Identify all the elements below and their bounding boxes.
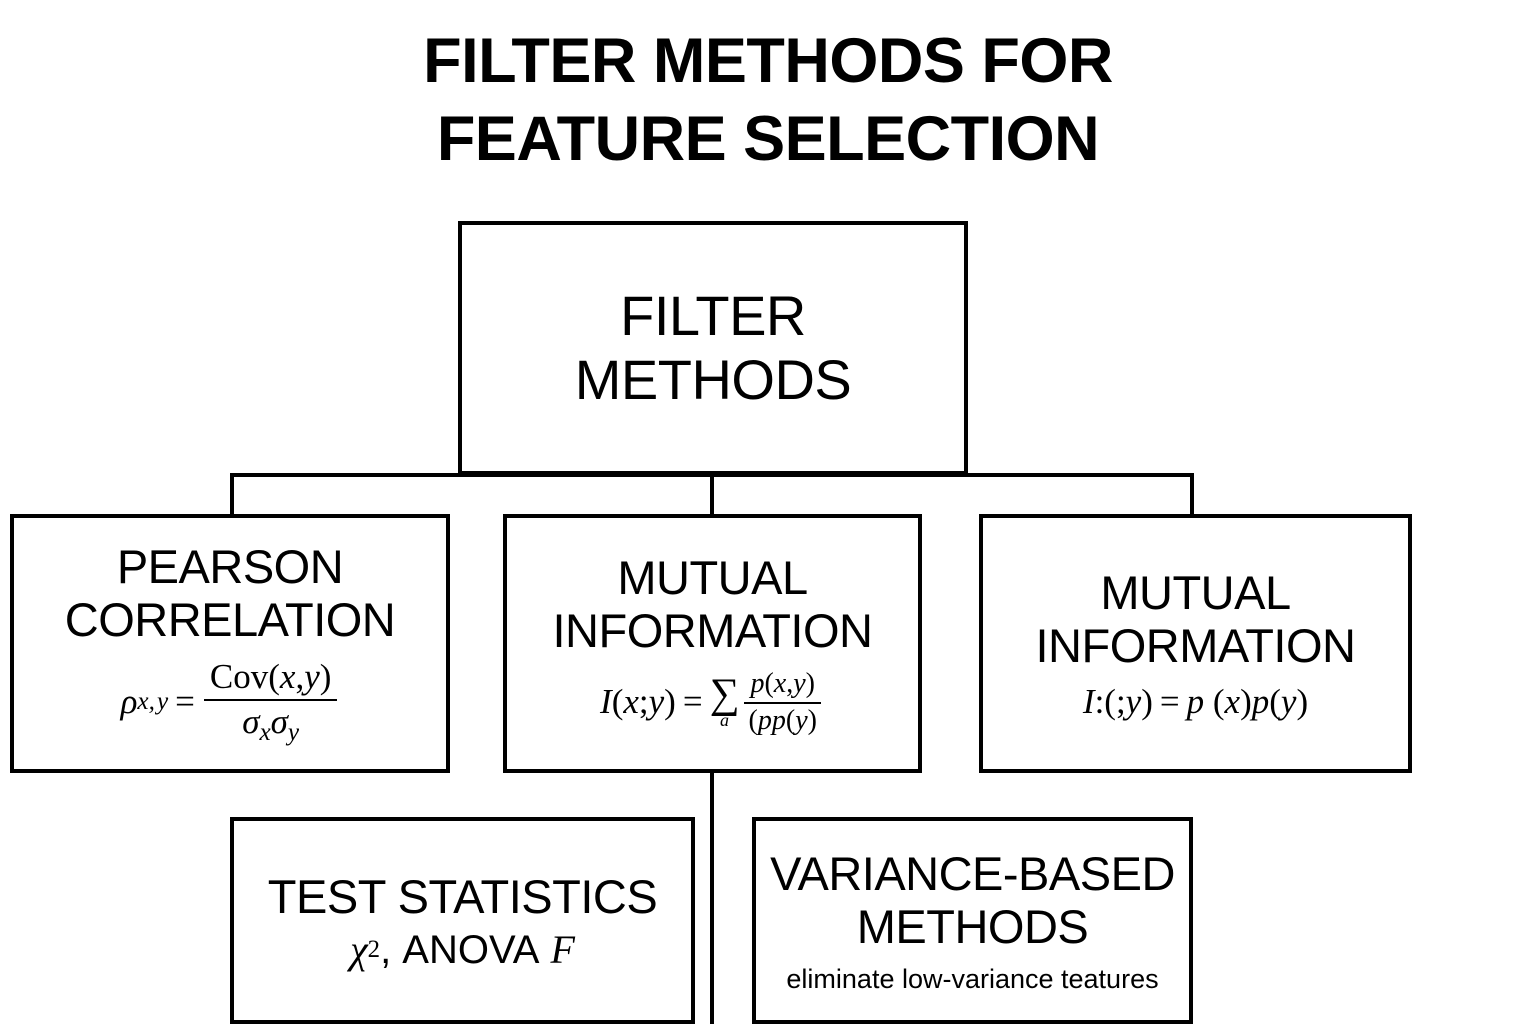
edge-drop-left: [230, 473, 234, 517]
node-mutual-information-sum[interactable]: MUTUAL INFORMATION I(x;y) = ∑a p(x,y) (p…: [503, 514, 922, 773]
node-pearson-correlation-label: PEARSON CORRELATION: [64, 540, 396, 647]
node-test-statistics-label: TEST STATISTICS: [267, 870, 658, 923]
edge-root-stem: [710, 473, 714, 517]
node-mutual-information-product-label: MUTUAL INFORMATION: [1035, 566, 1357, 673]
summation-symbol: ∑a: [709, 671, 740, 730]
edge-middle-spine: [710, 771, 714, 1024]
node-mutual-information-product[interactable]: MUTUAL INFORMATION I:(;y) = p (x)p(y): [979, 514, 1412, 773]
node-variance-based-methods-label: VARIANCE-BASED METHODS: [770, 846, 1175, 953]
edge-drop-right: [1190, 473, 1194, 517]
formula-mutual-information-product: I:(;y) = p (x)p(y): [1082, 682, 1309, 722]
formula-mutual-information-sum: I(x;y) = ∑a p(x,y) (pp(y): [600, 668, 825, 737]
node-filter-methods[interactable]: FILTER METHODS: [458, 221, 968, 475]
page-title-line-2: FEATURE SELECTION: [436, 104, 1100, 174]
page-title-line-1: FILTER METHODS FOR: [423, 26, 1113, 96]
page-title: FILTER METHODS FOR FEATURE SELECTION: [0, 22, 1536, 178]
node-filter-methods-label: FILTER METHODS: [574, 284, 852, 411]
node-variance-based-methods-caption: eliminate low-variance teatures: [786, 963, 1159, 994]
edge-horizontal-bus: [230, 473, 1194, 477]
node-variance-based-methods[interactable]: VARIANCE-BASED METHODS eliminate low-var…: [752, 817, 1193, 1024]
node-mutual-information-sum-label: MUTUAL INFORMATION: [552, 550, 874, 657]
